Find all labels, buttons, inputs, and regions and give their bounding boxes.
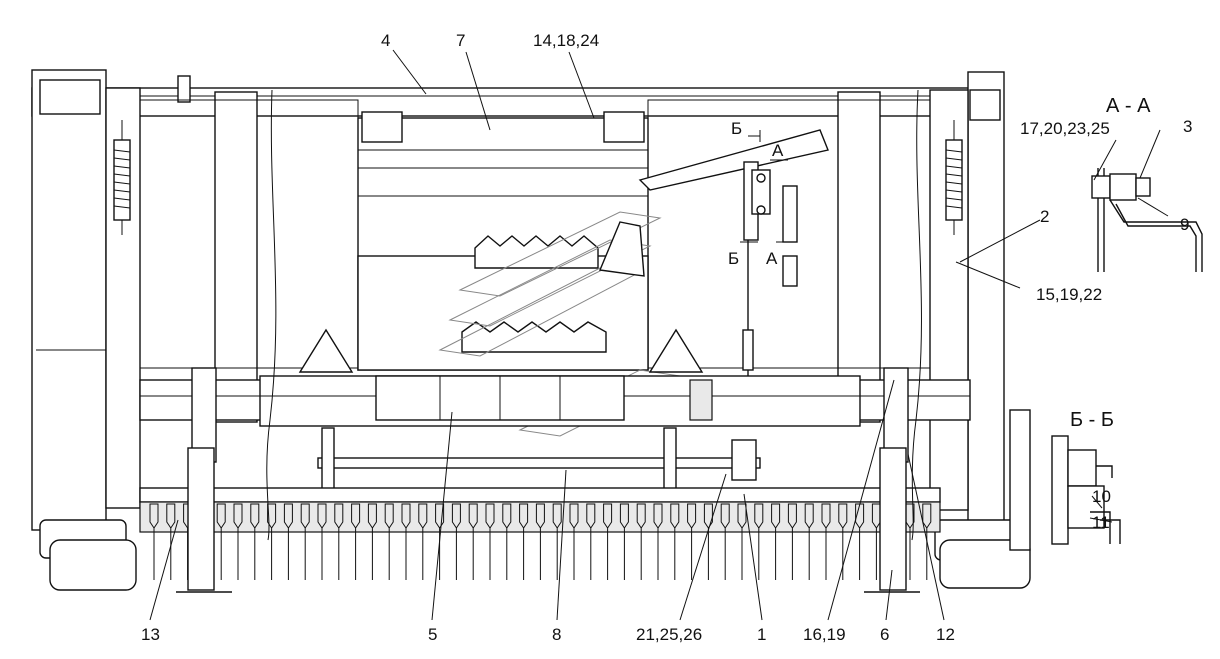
callout-21-25-26: 21,25,26 [636, 625, 702, 644]
section-aa-detail [1091, 168, 1203, 272]
right-spring [945, 120, 963, 235]
diagonal-arm [638, 129, 829, 191]
tine [771, 503, 781, 580]
tine [871, 503, 881, 580]
tine [922, 503, 932, 580]
lower-crossbeam [139, 375, 971, 427]
callout-3: 3 [1183, 117, 1192, 136]
callout-9: 9 [1180, 215, 1189, 234]
tine [653, 503, 663, 580]
tine [737, 503, 747, 580]
left-side-panel [31, 69, 141, 591]
right-side-panel [929, 71, 1031, 589]
tine [821, 503, 831, 580]
section-aa-title: А - А [1106, 95, 1151, 117]
tine [485, 503, 495, 580]
callout-5: 5 [428, 625, 437, 644]
callout-1: 1 [757, 625, 766, 644]
tine [267, 503, 277, 580]
right-upright [837, 91, 881, 423]
callout-15-19-22: 15,19,22 [1036, 285, 1102, 304]
tine [300, 503, 310, 580]
tine [418, 503, 428, 580]
tine [451, 503, 461, 580]
tine [754, 503, 764, 580]
section-mark-a-bottom: А [766, 249, 778, 268]
section-bb-title: Б - Б [1070, 409, 1114, 431]
tine [468, 503, 478, 580]
adjustment-linkage [742, 161, 798, 420]
section-mark-b-top: Б [731, 119, 742, 138]
tine [720, 503, 730, 580]
tine [619, 503, 629, 580]
callout-16-19: 16,19 [803, 625, 846, 644]
tine [687, 503, 697, 580]
tine [569, 503, 579, 580]
section-bb-detail [1051, 435, 1121, 545]
tine [519, 503, 529, 580]
callout-17-20-23-25: 17,20,23,25 [1020, 119, 1110, 138]
tine [401, 503, 411, 580]
callout-4: 4 [381, 31, 390, 50]
tine [283, 503, 293, 580]
tine [670, 503, 680, 580]
tine [250, 503, 260, 580]
tine [334, 503, 344, 580]
tine [351, 503, 361, 580]
callout-11: 11 [1092, 513, 1110, 532]
callout-10: 10 [1092, 487, 1111, 506]
callout-14-18-24: 14,18,24 [533, 31, 599, 50]
tine [233, 503, 243, 580]
left-spring [113, 120, 131, 235]
callout-7: 7 [456, 31, 465, 50]
callout-8: 8 [552, 625, 561, 644]
tine [804, 503, 814, 580]
section-mark-b-bottom: Б [728, 249, 739, 268]
tine [603, 503, 613, 580]
tine [552, 503, 562, 580]
left-upright [214, 91, 258, 423]
tine [317, 503, 327, 580]
skid-right [864, 447, 920, 593]
skid-left [176, 447, 232, 593]
tine [586, 503, 596, 580]
section-cut-markers [740, 130, 790, 243]
tine [535, 503, 545, 580]
tine [636, 503, 646, 580]
tine-row [139, 487, 941, 580]
top-frame-beam [31, 75, 993, 117]
callout-12: 12 [936, 625, 955, 644]
tine [838, 503, 848, 580]
tine [149, 503, 159, 580]
deflector [599, 221, 645, 277]
tine [216, 503, 226, 580]
left-post [191, 367, 217, 463]
tine [384, 503, 394, 580]
leader-lines [149, 49, 1169, 621]
toothed-bar-lower [461, 321, 607, 353]
triangle-bracket-left [298, 328, 354, 373]
tine [502, 503, 512, 580]
tine [166, 503, 176, 580]
tine [367, 503, 377, 580]
toothed-bar-upper [474, 235, 599, 269]
callout-6: 6 [880, 625, 889, 644]
triangle-bracket-right [648, 328, 704, 373]
callout-2: 2 [1040, 207, 1049, 226]
tine [787, 503, 797, 580]
callout-13: 13 [141, 625, 160, 644]
section-mark-a-top: А [772, 141, 784, 160]
